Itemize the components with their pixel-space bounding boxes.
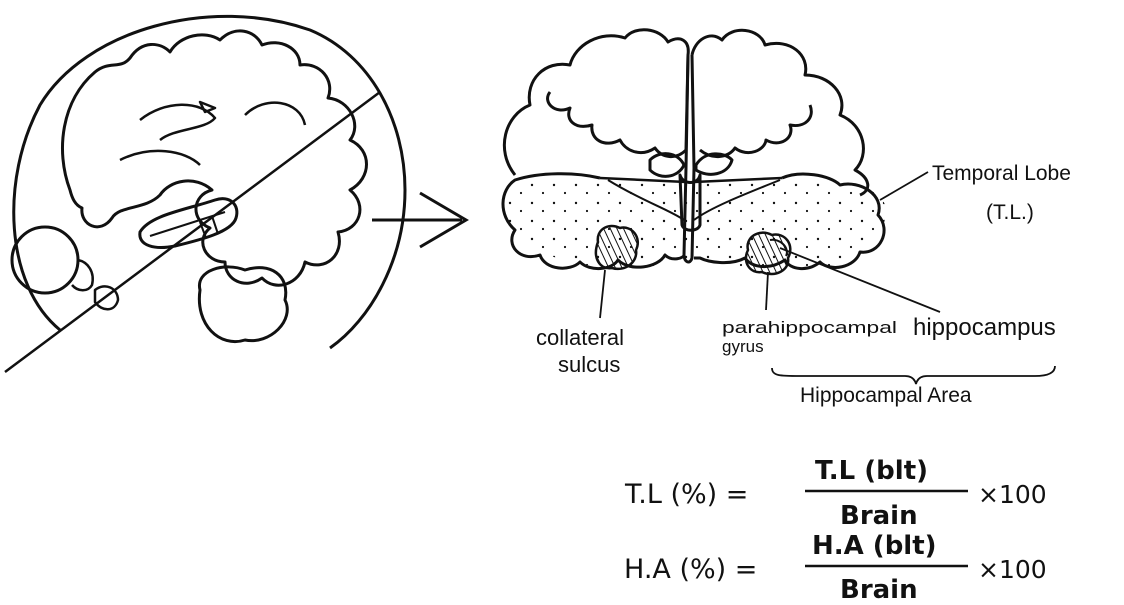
formula-tl: T.L (%) = T.L (blt) Brain ×100 [624,456,1047,531]
right-hippocampus [746,233,790,274]
formula-ha-denominator: Brain [840,575,918,605]
label-parahippocampal-line2: gyrus [722,337,764,356]
orbit [12,227,78,293]
coronal-brain [502,30,886,274]
formula-tl-lhs: T.L (%) = [624,479,748,510]
label-collateral-sulcus-line1: collateral [536,325,624,350]
formula-ha-multiplier: ×100 [978,555,1047,584]
label-hippocampal-area: Hippocampal Area [800,384,972,407]
label-temporal-lobe-abbr: (T.L.) [986,201,1034,224]
formula-tl-denominator: Brain [840,501,918,531]
formula-ha-lhs: H.A (%) = [624,554,757,585]
label-temporal-lobe: Temporal Lobe [932,162,1071,185]
cortex-contour [62,31,366,285]
left-hippocampus [596,226,638,269]
arrow-right-icon [372,193,466,247]
right-hemisphere [692,30,868,195]
formula-ha-numerator: H.A (blt) [812,531,937,561]
formula-tl-multiplier: ×100 [978,480,1047,509]
head-outline [14,16,405,348]
sagittal-brain [5,16,405,372]
label-parahippocampal-line1: parahippocampal [722,318,897,337]
formula-ha: H.A (%) = H.A (blt) Brain ×100 [624,531,1047,605]
formula-tl-numerator: T.L (blt) [815,456,928,486]
label-hippocampus: hippocampus [913,314,1056,341]
label-collateral-sulcus-line2: sulcus [558,352,620,377]
cerebellum [199,267,287,342]
